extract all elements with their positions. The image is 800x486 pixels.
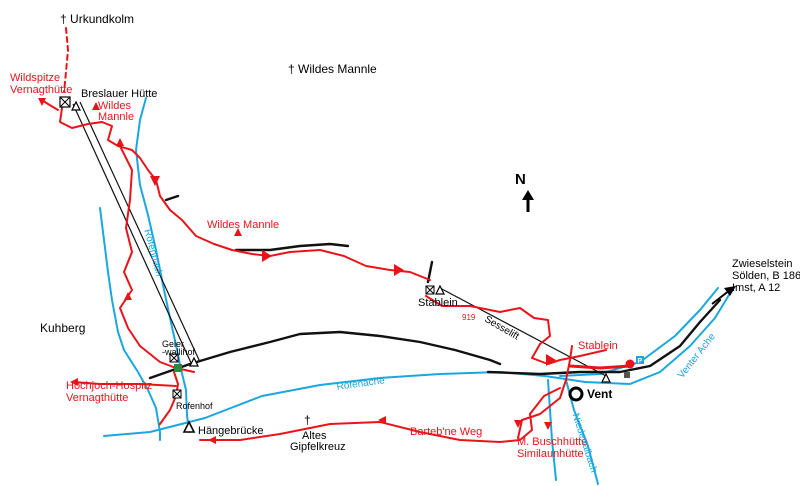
- haengebruecke-label: Hängebrücke: [198, 425, 264, 437]
- haengebruecke-icon: [182, 420, 196, 433]
- venter-ache-bank: [559, 287, 719, 377]
- hochjoch-trail: [73, 381, 177, 387]
- bartebne-link: [529, 387, 561, 415]
- rofenbach-west-stream: [99, 207, 161, 441]
- arrow-breslauer-loop: [150, 176, 160, 186]
- vernagthuette-top-label: Vernagthütte: [10, 84, 73, 96]
- arrow-wildspitze: [38, 98, 46, 106]
- start-point-icon: [625, 359, 635, 369]
- arrow-bartebne: [378, 416, 386, 424]
- rofenbach-zigzag-trail: [119, 145, 195, 373]
- geier-hut-icon: [169, 353, 179, 363]
- geier-label-2: -wallihof: [162, 347, 196, 357]
- wildes-mannle-arrow-label-1: Wildes: [98, 100, 132, 112]
- road-layer: [148, 194, 722, 380]
- sesselift-line: [439, 287, 607, 377]
- arrow-bartebne-2: [208, 436, 216, 444]
- stablein-trail: [425, 295, 607, 365]
- similaun-label: Similaunhütte: [517, 448, 584, 460]
- trail-919-label: 919: [462, 313, 476, 322]
- valley-road: [148, 330, 502, 380]
- geier-recycling-icon: [174, 364, 182, 372]
- arrow-stablein-trail: [546, 354, 556, 366]
- soelden-label: Sölden, B 186: [732, 270, 800, 282]
- upper-road: [234, 242, 350, 252]
- north-label: N: [515, 171, 526, 188]
- stablein-station-icon: [435, 284, 445, 295]
- urkundkolm-label: † Urkundkolm: [60, 13, 134, 25]
- breslauer-station-icon: [71, 100, 81, 111]
- zwieselstein-arrow-icon: [711, 286, 736, 305]
- wildes-mannle-summit-text: Wildes Mannle: [298, 62, 377, 76]
- breslauer-lift-line: [72, 103, 193, 366]
- trail-layer: [41, 27, 632, 443]
- geier-station-icon: [189, 356, 199, 367]
- lift-layer: [72, 101, 607, 377]
- stablein-hut-icon: [425, 285, 435, 295]
- bartebne-trail: [199, 413, 533, 443]
- arrow-buschhuette: [514, 420, 522, 428]
- vent-approach-trail: [559, 345, 573, 399]
- arrow-trail-east-1: [262, 250, 272, 262]
- trail-arrows: [38, 98, 556, 444]
- kuhberg-label: Kuhberg: [40, 321, 86, 335]
- breslauer-label: Breslauer Hütte: [81, 88, 158, 100]
- parking-icon: P: [636, 356, 644, 365]
- breslauer-lift-line-2: [79, 101, 201, 363]
- niedertalbach-stream: [547, 379, 557, 481]
- wildes-mannle-summit-label: † Wildes Mannle: [288, 63, 377, 75]
- altes-label: Altes: [302, 430, 327, 442]
- wildes-mannle-mid-label: Wildes Mannle: [207, 219, 280, 231]
- zwieselstein-label: Zwieselstein: [732, 258, 793, 270]
- arrow-wildes-mannle-top: [92, 102, 100, 110]
- arrow-wildes-mannle-mid: [234, 228, 242, 236]
- hochjoch-label: Hochjoch-Hospitz: [66, 380, 153, 392]
- gipfelkreuz-label: Gipfelkreuz: [290, 441, 346, 453]
- wildspitze-label: Wildspitze: [10, 72, 61, 84]
- wildes-mannle-trail: [269, 249, 431, 281]
- rofenhof-label: Rofenhof: [176, 401, 213, 411]
- imst-label: Imst, A 12: [732, 282, 781, 294]
- rofenhof-hut-icon: [172, 389, 182, 399]
- arrow-trail-east-2: [394, 264, 404, 276]
- vent-road: [486, 298, 722, 376]
- urkundkolm-trail: [63, 27, 69, 93]
- summit-cross-icon: †: [288, 62, 295, 76]
- triangle-markers: [71, 100, 611, 433]
- wildes-mannle-arrow-label-2: Mannle: [98, 111, 135, 123]
- upper-road-hook: [164, 194, 180, 202]
- vent-building-icon: [624, 372, 630, 378]
- buschhuette-trail: [517, 397, 561, 439]
- vernagthuette-bottom-label: Vernagthütte: [66, 392, 129, 404]
- wildspitze-trail: [41, 99, 59, 111]
- summit-cross-icon: †: [60, 12, 67, 26]
- vent-parking-trail: [568, 364, 632, 370]
- buschhuette-label: M. Buschhütte: [517, 436, 588, 448]
- urkundkolm-text: Urkundkolm: [70, 12, 135, 26]
- geier-label-1: Geier: [162, 339, 185, 349]
- breslauer-hut-icon: [59, 96, 71, 108]
- arrow-zigzag: [124, 292, 132, 300]
- arrow-similaun: [544, 422, 552, 430]
- gipfelkreuz-cross-icon: †: [304, 413, 311, 427]
- svg-text:P: P: [638, 358, 643, 365]
- stablein-top-label: Stablein: [418, 297, 458, 309]
- vent-town-icon: [568, 386, 584, 402]
- vent-label: Vent: [587, 387, 613, 401]
- stablein-red-label: Stablein: [578, 340, 618, 352]
- arrow-hochjoch: [70, 378, 78, 386]
- rofenbach-east-stream: [135, 97, 190, 433]
- breslauer-loop: [59, 107, 271, 257]
- hut-markers: [59, 96, 630, 399]
- bartebne-label: Barteb'ne Weg: [410, 426, 483, 438]
- north-arrow-icon: [522, 190, 534, 212]
- vent-lift-station-icon: [601, 372, 611, 383]
- arrow-zigzag-2: [116, 138, 124, 146]
